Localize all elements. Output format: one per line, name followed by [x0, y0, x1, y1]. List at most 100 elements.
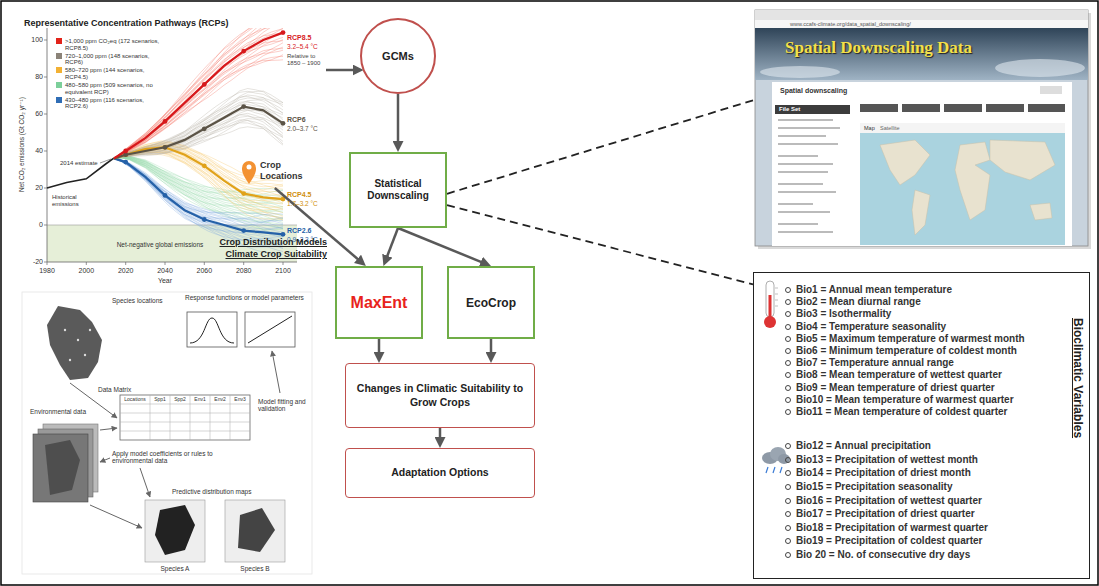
series-label: RCP8.5 [287, 34, 312, 42]
thermometer-icon [764, 281, 778, 328]
maxent-workflow-part [100, 428, 117, 430]
maxent-workflow-part [190, 318, 234, 343]
url-text: www.ccafs-climate.org/data_spatial_downs… [790, 21, 911, 27]
tick-label: 1980 [39, 267, 55, 275]
variable-item: Bio 20 = No. of consecutive dry days [796, 548, 1089, 562]
maxent-workflow-part [140, 468, 150, 497]
website-screenshot-part [860, 123, 1065, 133]
screenshot-panel: Spatial Downscaling Data [755, 10, 1088, 246]
maxent-workflow-part [45, 440, 80, 495]
thermometer-icon-part [764, 316, 776, 328]
result-box: Adaptation Options [345, 448, 535, 498]
tick-label: 80 [35, 73, 43, 81]
series-range: 1.7–3.2 °C [287, 200, 318, 207]
flow-arrow [439, 428, 442, 440]
website-screenshot-part [778, 120, 840, 232]
maxent-workflow-part [47, 306, 102, 380]
legend-text: 430–480 ppm (116 scenarios, RCP2.6) [65, 97, 165, 110]
variable-item: Bio5 = Maximum temperature of warmest mo… [796, 333, 1089, 345]
section-heading: Climate Crop Suitability [225, 250, 327, 260]
location-pin-part [242, 161, 256, 184]
maxent-workflow-part [64, 329, 91, 361]
pathway-marker [241, 191, 246, 196]
variable-item: Bio9 = Mean temperature of driest quarte… [796, 382, 1089, 394]
scenario-curve [114, 158, 283, 243]
legend-swatch [56, 38, 62, 44]
tick-label: 40 [35, 147, 43, 155]
legend-swatch [56, 82, 62, 88]
step-label: Apply model coefficients or rules to env… [112, 450, 224, 464]
pathway-marker [123, 149, 128, 154]
menu-heading: File Set [779, 106, 800, 113]
variable-item: Bio3 = Isothermality [796, 308, 1089, 320]
map-caption: Species B [240, 565, 269, 572]
location-pin [242, 161, 256, 184]
maxent-workflow-part [90, 505, 142, 528]
website-screenshot-part [755, 10, 1088, 20]
chart-note: Historical emissions [52, 194, 94, 207]
website-screenshot-part [860, 123, 1065, 245]
pathway-marker [123, 160, 128, 165]
maxent-workflow-part [70, 351, 280, 528]
maxent-workflow-part [145, 500, 205, 562]
axis-title: Net CO₂ emissions (Gt CO₂ yr⁻¹) [17, 98, 24, 193]
map-caption: Species A [161, 565, 190, 572]
website-screenshot-part [755, 10, 1088, 246]
maxent-workflow-part [89, 329, 91, 331]
legend-row: 580–720 ppm (144 scenarios, RCP4.5) [56, 67, 165, 80]
scenario-curve [114, 149, 283, 201]
flow-arrow [326, 69, 356, 72]
website-screenshot-part [1028, 104, 1065, 112]
rcp-chart [44, 4, 297, 265]
step-label: Data Matrix [98, 386, 131, 393]
variable-item: Bio16 = Precipitation of wettest quarter [796, 494, 1089, 508]
legend-text: >1,000 ppm CO₂eq (172 scenarios, RCP8.5) [65, 38, 165, 51]
thermometer-icon-part [775, 288, 778, 306]
pathway-line [114, 107, 283, 159]
model-box: EcoCrop [447, 266, 535, 339]
node-text: Crop Locations [260, 160, 312, 182]
legend-text: 580–720 ppm (144 scenarios, RCP4.5) [65, 67, 165, 80]
series-label: RCP4.5 [287, 191, 312, 199]
pathway-marker [163, 145, 168, 150]
scenario-curve [114, 158, 283, 244]
website-screenshot-part [760, 66, 840, 78]
legend-text: 720–1,000 ppm (148 scenarios, RCP6) [65, 53, 165, 66]
pathway-marker [202, 163, 207, 168]
maxent-workflow-part [248, 316, 292, 343]
pathway-marker [281, 121, 286, 126]
location-pin-part [247, 165, 252, 170]
series-label: RCP2.6 [287, 227, 312, 235]
flow-arrow [490, 339, 493, 355]
website-screenshot-part [755, 20, 1088, 28]
table-cell: Locations [124, 397, 145, 403]
website-screenshot-part [775, 105, 850, 114]
step-label: Model fitting and validation [258, 398, 308, 412]
thermometer-icon-part [769, 295, 772, 319]
maxent-workflow-part [100, 458, 110, 462]
process-circle: GCMs [360, 18, 436, 94]
scenario-curve [114, 158, 283, 223]
circle-outline [361, 19, 435, 93]
section-heading: Crop Distribution Models [220, 238, 328, 248]
axis-title: Year [158, 277, 172, 285]
maxent-workflow-part [225, 500, 285, 562]
node-text: Adaptation Options [391, 466, 488, 480]
pathway-marker [163, 145, 168, 150]
pathway-marker [281, 30, 286, 35]
pathway-marker [281, 232, 286, 237]
tick-label: -20 [33, 258, 43, 266]
panel-heading: Bioclimatic Variables [1071, 318, 1085, 438]
series-label: RCP6 [287, 116, 306, 124]
series-range: 3.2–5.4 °C [287, 43, 318, 50]
node-text: EcoCrop [466, 296, 516, 310]
scenario-curve [114, 158, 283, 240]
model-box: MaxEnt [335, 266, 423, 339]
maxent-workflow-part [64, 329, 66, 331]
variable-item: Bio19 = Precipitation of coldest quarter [796, 534, 1089, 548]
tick-label: 0 [39, 221, 43, 229]
map-tab: Map [864, 125, 875, 131]
website-screenshot-part [912, 190, 930, 235]
